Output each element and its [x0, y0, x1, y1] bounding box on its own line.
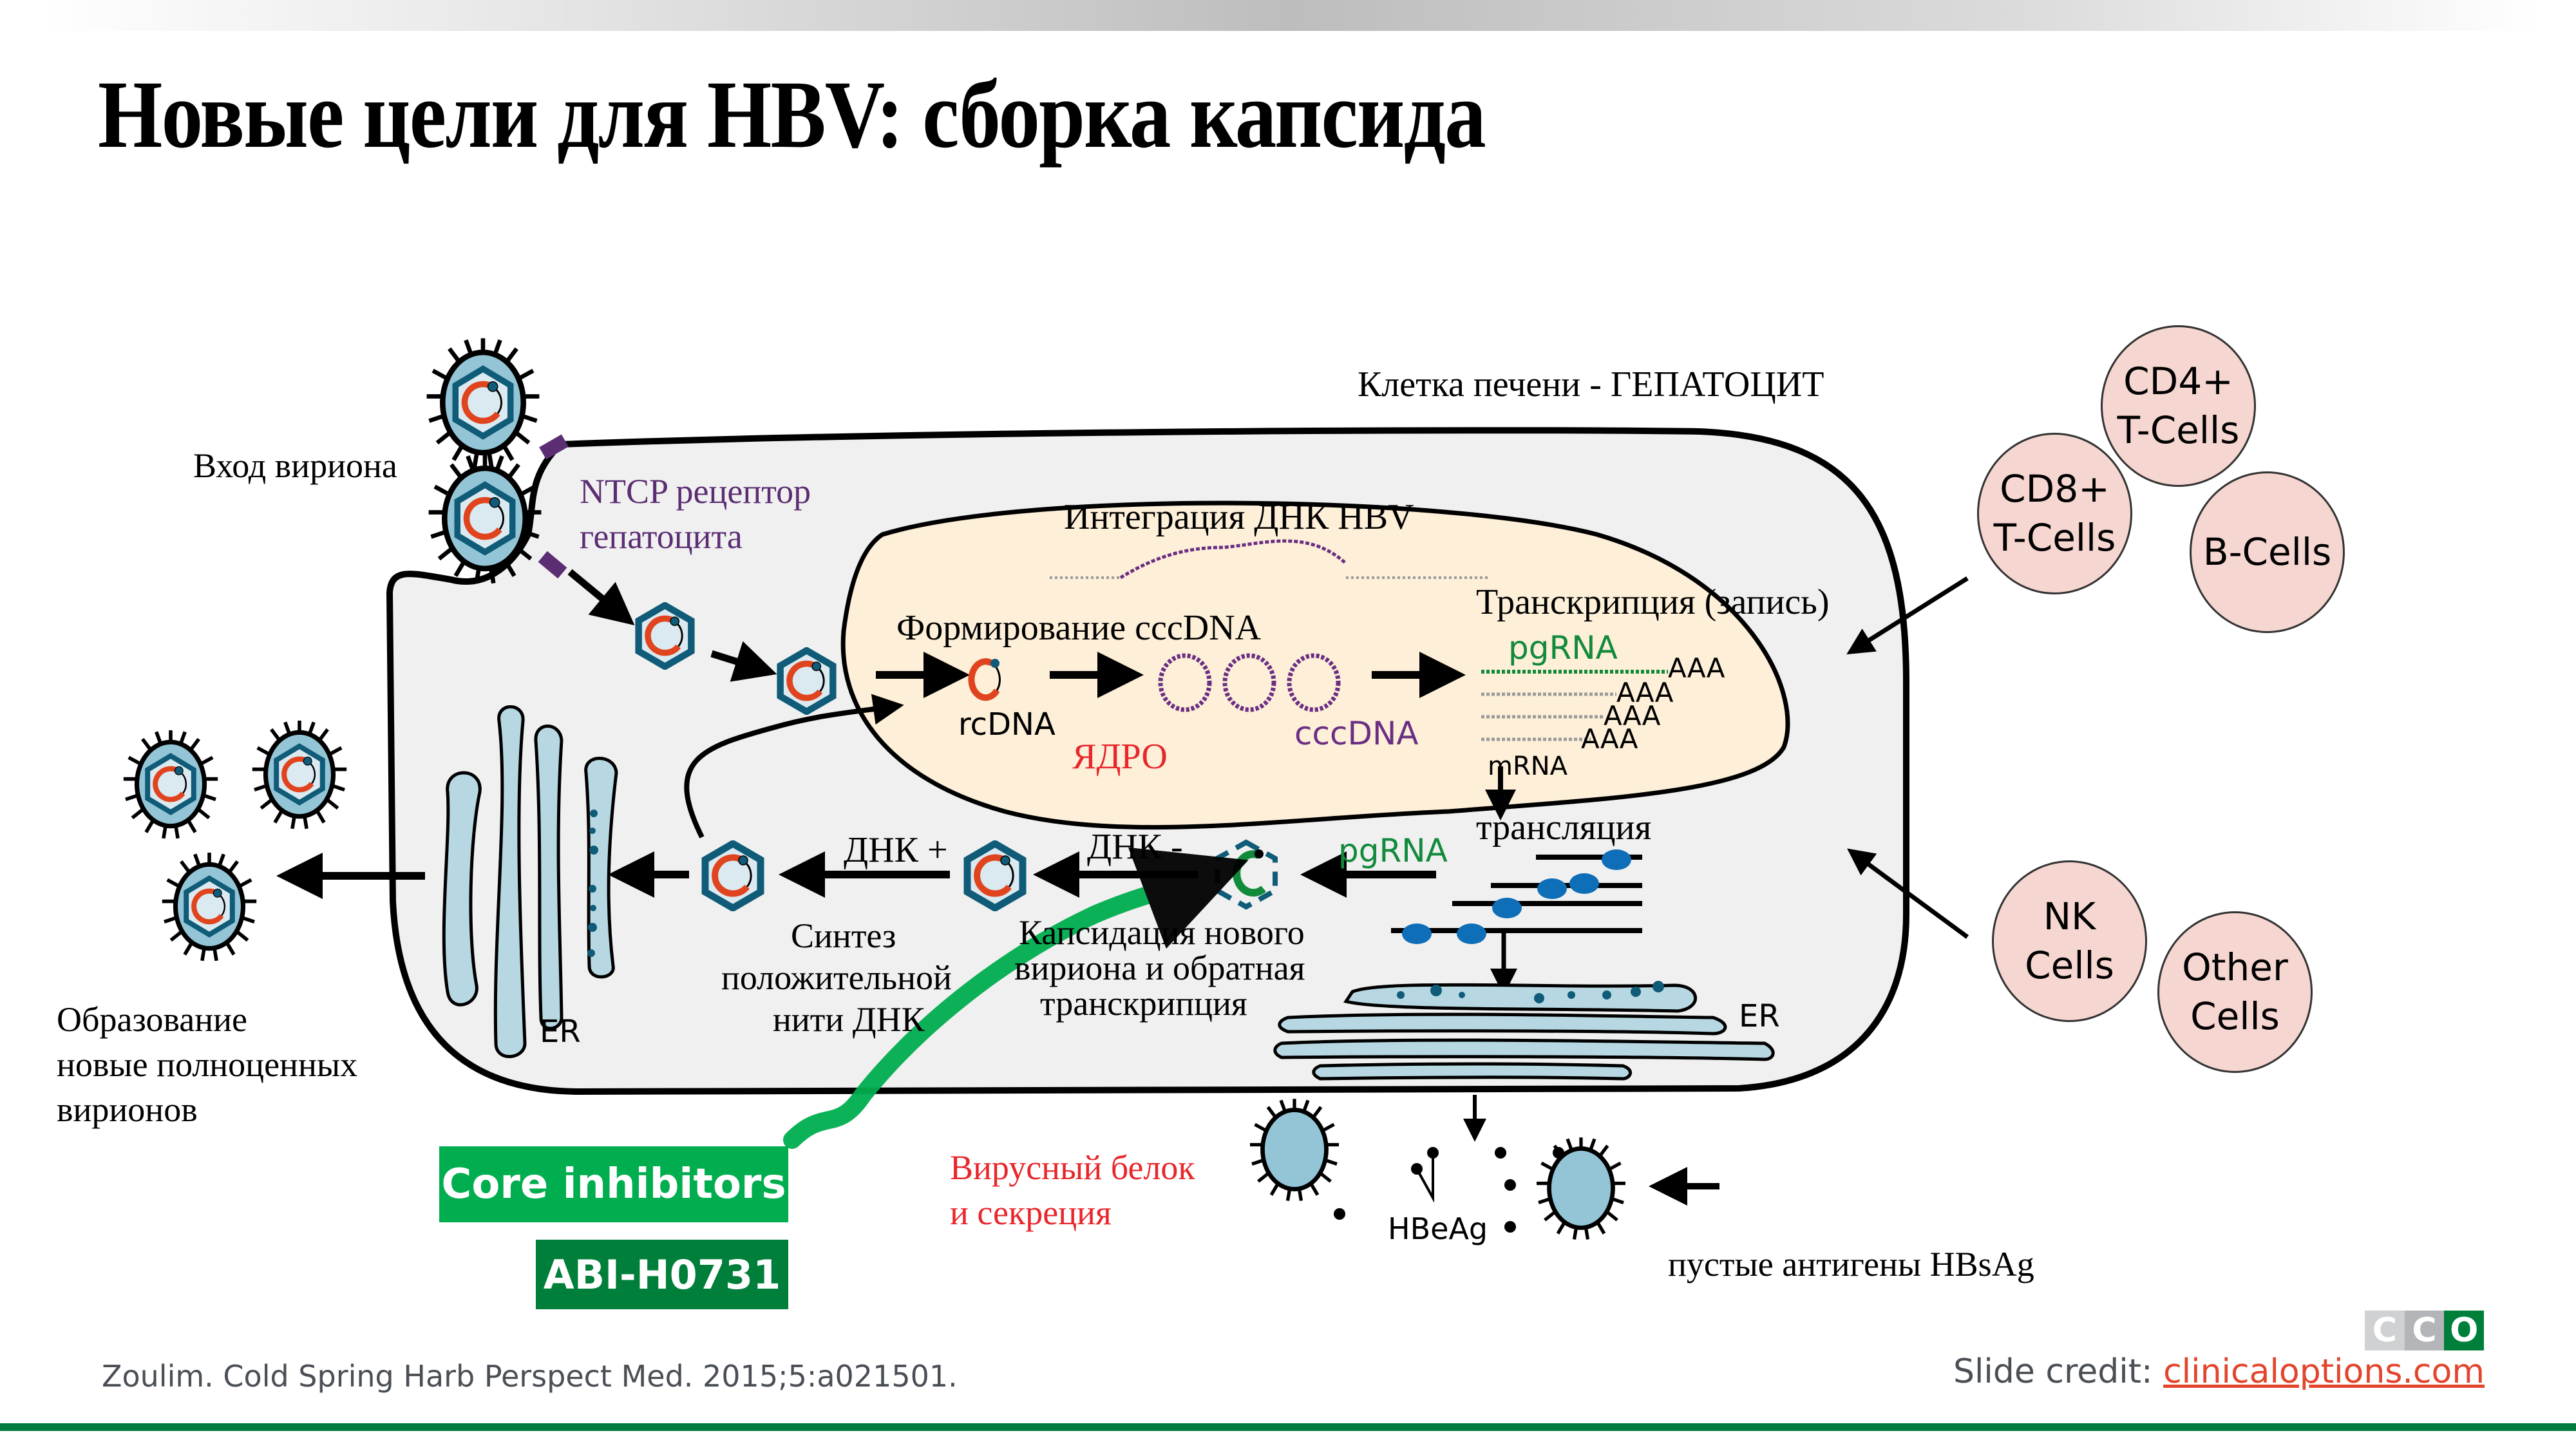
logo-letter-2: C — [2404, 1311, 2445, 1350]
capsid-cytoplasm-2 — [781, 650, 833, 712]
virion-released-3 — [162, 853, 256, 961]
clinicaloptions-link[interactable]: clinicaloptions.com — [2163, 1352, 2485, 1391]
arrow-innate-immunity — [1847, 848, 1969, 939]
secretion-label-1: Вирусный белок — [950, 1148, 1195, 1187]
capsid-dna-minus — [967, 844, 1023, 908]
header-gradient-bar — [39, 0, 2537, 31]
slide-credit-prefix: Slide credit: — [1953, 1352, 2164, 1391]
immune-cell-b-label: B-Cells — [2202, 529, 2332, 574]
hbsag-particle — [1537, 1137, 1625, 1239]
translation-label: трансляция — [1476, 808, 1652, 848]
cccdna-icon — [1158, 653, 1341, 712]
dna-minus-label: ДНК - — [1087, 827, 1183, 867]
rcdna-icon — [968, 658, 1001, 701]
arrow-entry-2 — [710, 641, 777, 682]
virion-released-2 — [252, 721, 346, 829]
er-left-label: ER — [540, 1014, 581, 1050]
new-virions-label-3: вирионов — [57, 1090, 198, 1129]
er-left-vesicles — [587, 810, 598, 957]
virion-released-1 — [124, 730, 218, 838]
arrow-adaptive-immunity — [1846, 576, 1969, 655]
new-virions-label-1: Образование — [57, 1000, 247, 1039]
polya-3: AAA — [1604, 700, 1661, 732]
immune-cell-cd4: CD4+T-Cells — [2101, 325, 2256, 487]
secretion-label-2: и секреция — [950, 1193, 1112, 1232]
cccdna-label: cccDNA — [1294, 715, 1419, 752]
plus-strand-label-2: положительной — [721, 958, 952, 997]
hbeag-molecule — [1416, 1153, 1434, 1203]
cccdna-formation-label: Формирование cccDNA — [896, 608, 1262, 648]
recycling-pathway-arrow — [684, 694, 904, 838]
cco-logo: C C O — [2365, 1311, 2485, 1350]
hbsag-label: пустые антигены HBsAg — [1668, 1245, 2034, 1283]
rcdna-label: rcDNA — [958, 706, 1056, 743]
capsid-mature — [705, 844, 761, 908]
abi-h0731-box: ABI-H0731 — [536, 1240, 788, 1309]
arrow-entry-1 — [567, 569, 635, 626]
er-right-label: ER — [1739, 998, 1780, 1034]
polya-4: AAA — [1581, 723, 1638, 755]
plus-strand-label-1: Синтез — [791, 916, 896, 955]
immune-cell-nk-line2: Cells — [2025, 943, 2114, 987]
immune-cell-cd8-line1: CD8+ — [2000, 467, 2110, 511]
immune-cell-cd8-line2: T-Cells — [1993, 515, 2116, 560]
immune-cell-other-line1: Other — [2182, 945, 2288, 990]
virion-entering-top — [427, 338, 540, 467]
new-virions-label-2: новые полноценных — [57, 1045, 358, 1084]
ntcp-label-line1: NTCP рецептор — [580, 472, 811, 511]
slide-title: Новые цели для HBV: сборка капсида — [98, 61, 1486, 168]
immune-cell-other-line2: Cells — [2190, 994, 2280, 1038]
capsid-cytoplasm-1 — [639, 605, 692, 667]
ntcp-label-line2: гепатоцита — [580, 517, 743, 556]
ribosomes — [1402, 849, 1631, 944]
integration-label: Интеграция ДНК HBV — [1064, 497, 1414, 537]
pgrna-nucleus-label: pgRNA — [1508, 629, 1618, 667]
logo-letter-1: C — [2365, 1311, 2405, 1350]
citation: Zoulim. Cold Spring Harb Perspect Med. 2… — [102, 1359, 958, 1394]
logo-letter-3: O — [2444, 1311, 2485, 1350]
er-left — [442, 705, 618, 1059]
ntcp-receptor-bottom — [538, 551, 567, 579]
core-inhibitors-box: Core inhibitors — [439, 1146, 788, 1222]
polya-1: AAA — [1668, 652, 1725, 684]
encapsidation-label-2: вириона и обратная — [1014, 949, 1305, 987]
dna-plus-label: ДНК + — [844, 830, 948, 870]
virion-entry-label: Вход вириона — [193, 446, 397, 485]
mrna-label: mRNA — [1488, 752, 1568, 781]
slide-credit: Slide credit: clinicaloptions.com — [1953, 1352, 2485, 1391]
encapsidation-label-1: Капсидация нового — [1019, 913, 1305, 952]
footer-green-bar — [0, 1423, 2576, 1431]
immune-cell-b: B-Cells — [2190, 471, 2345, 633]
secreted-virion — [1250, 1099, 1339, 1200]
nucleus-label: ЯДРО — [1072, 737, 1168, 777]
encapsidation-label-3: транскрипция — [1040, 984, 1247, 1023]
hepatocyte-label: Клетка печени - ГЕПАТОЦИТ — [1358, 365, 1824, 404]
immune-cell-nk-line1: NK — [2043, 895, 2096, 939]
immune-cell-cd8: CD8+T-Cells — [1977, 433, 2132, 594]
ntcp-receptor-top — [539, 434, 569, 460]
polya-2: AAA — [1616, 677, 1674, 708]
hbeag-label: HBeAg — [1388, 1211, 1488, 1246]
er-right-vesicles — [1397, 981, 1664, 1003]
nucleus — [840, 500, 1790, 830]
hbeag-particles — [1334, 1147, 1564, 1233]
core-inhibitor-arrow — [783, 847, 1249, 1149]
immune-cell-cd4-line2: T-Cells — [2117, 408, 2240, 452]
pgrna-cytoplasm-label: pgRNA — [1338, 832, 1448, 869]
plus-strand-label-3: нити ДНК — [773, 1000, 925, 1039]
immune-cell-cd4-line1: CD4+ — [2123, 359, 2233, 404]
transcription-label: Транскрипция (запись) — [1476, 582, 1830, 622]
